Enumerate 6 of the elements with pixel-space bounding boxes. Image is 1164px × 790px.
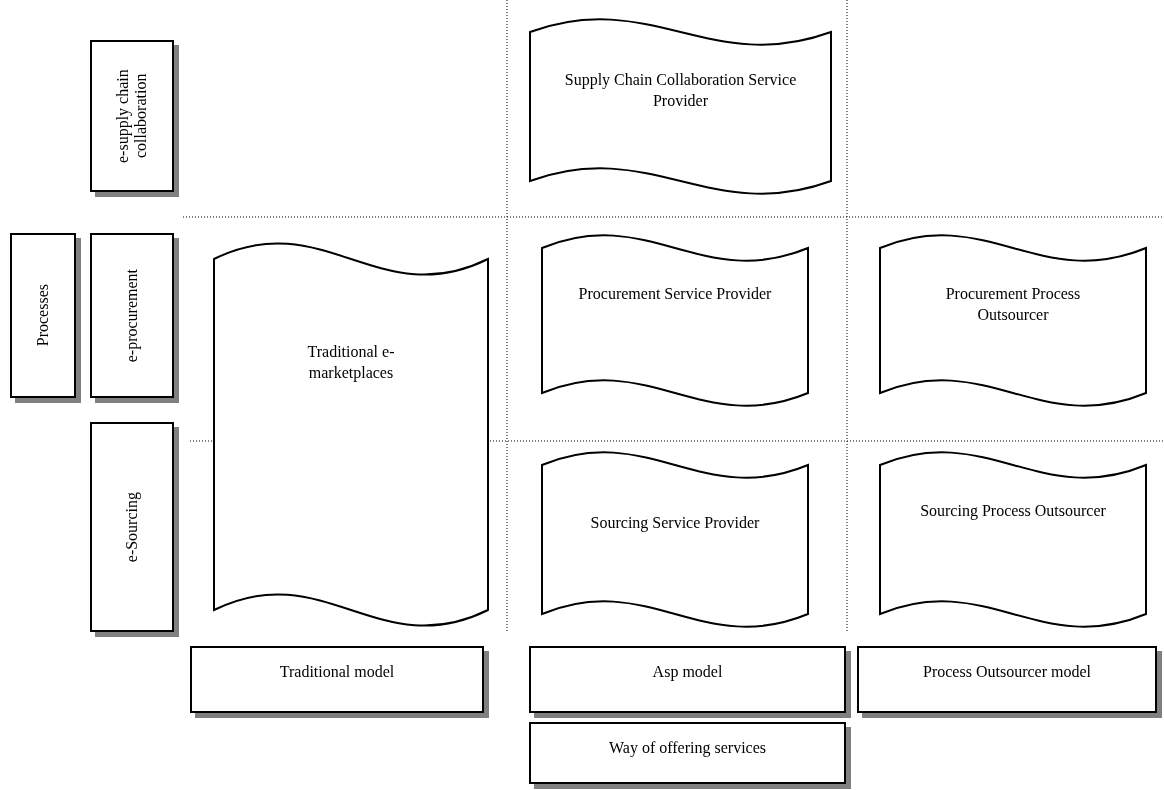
shape-label: Supply Chain Collaboration Service Provider bbox=[563, 70, 798, 111]
shape-label: Procurement Process Outsourcer bbox=[944, 284, 1082, 325]
shape-label: Traditional e-marketplaces bbox=[306, 342, 396, 384]
shape-label: Sourcing Service Provider bbox=[590, 513, 760, 534]
shape-label: Sourcing Process Outsourcer bbox=[920, 501, 1106, 522]
shape-label: Procurement Service Provider bbox=[578, 284, 772, 304]
